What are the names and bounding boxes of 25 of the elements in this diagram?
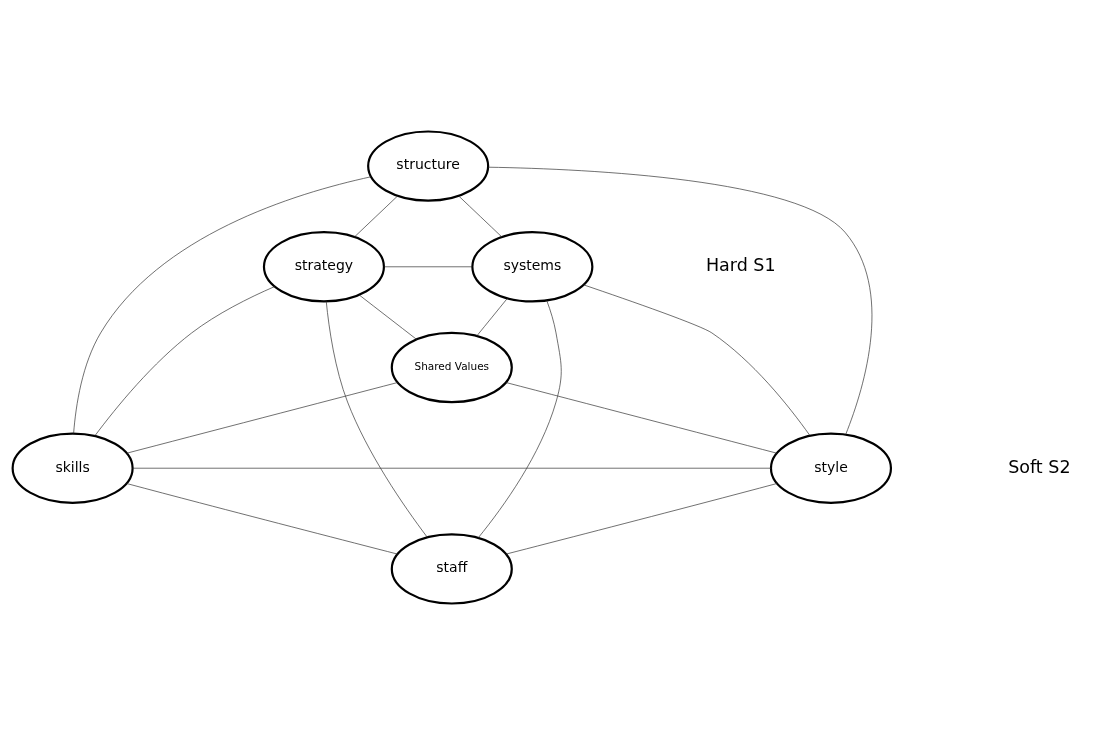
connector [354,195,398,237]
label: Hard S1 [705,254,776,275]
connector [476,297,508,336]
connector [505,381,778,454]
node-ellipse: style [769,432,893,504]
connector [478,299,562,538]
connector [325,300,428,538]
connector [488,166,873,435]
connector [458,195,503,237]
node-ellipse: Shared Values [390,331,513,403]
label: Soft S2 [1008,456,1071,477]
node-ellipse: systems [471,230,594,302]
connector [383,265,473,267]
connector [358,294,417,340]
connector [132,467,772,469]
connector [583,284,811,436]
node-ellipse: structure [367,129,490,202]
node-ellipse: strategy [262,230,386,302]
connector [73,175,372,434]
node-ellipse: staff [390,532,513,605]
connector [505,482,778,554]
connector [94,285,275,436]
connector [126,482,398,554]
node-ellipse: skills [11,432,134,504]
connector [126,381,398,454]
